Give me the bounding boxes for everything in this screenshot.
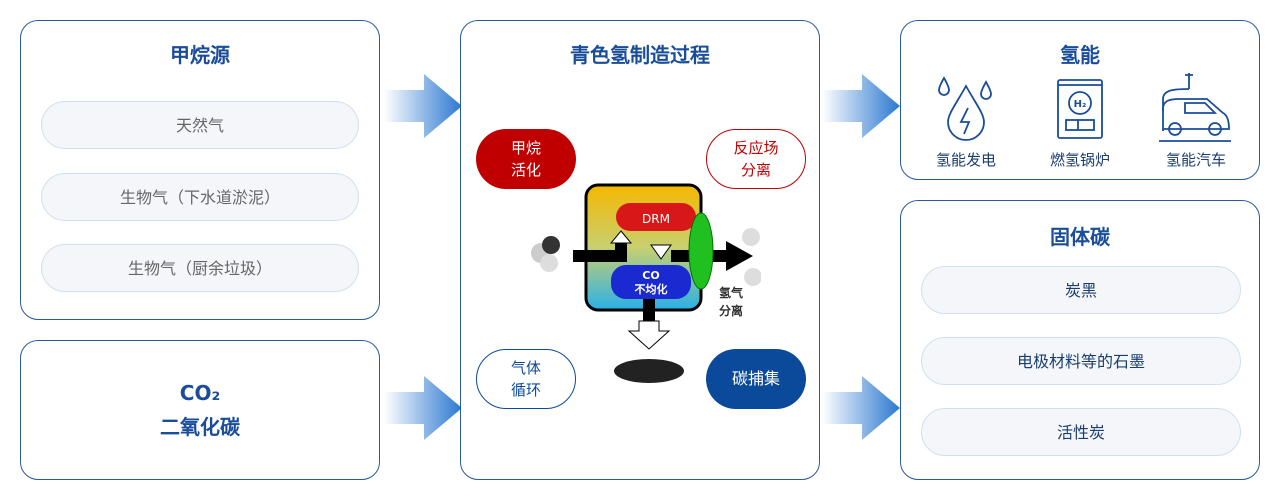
methane-activation-badge: 甲烷活化 [476, 129, 576, 189]
gas-recycle-badge: 气体循环 [476, 349, 576, 409]
source-biogas-sludge: 生物气（下水道淤泥） [41, 173, 359, 221]
solid-carbon-title: 固体碳 [1050, 225, 1110, 249]
hydrogen-boiler-icon: H₂ [1057, 79, 1103, 139]
co2-panel: CO₂ 二氧化碳 [20, 340, 380, 480]
svg-text:DRM: DRM [642, 212, 670, 226]
reactor-diagram: DRM CO 不均化 氢气 分离 [531, 183, 761, 383]
co2-label: 二氧化碳 [160, 415, 240, 439]
svg-text:分离: 分离 [719, 303, 743, 318]
hydrogen-power-label: 氢能发电 [935, 151, 996, 169]
arrow-right-icon [384, 74, 462, 138]
methane-source-panel: 甲烷源 天然气 生物气（下水道淤泥） 生物气（厨余垃圾） [20, 20, 380, 320]
arrow-right-icon [822, 376, 900, 440]
source-biogas-food: 生物气（厨余垃圾） [41, 244, 359, 292]
svg-text:H₂: H₂ [1074, 99, 1087, 110]
hydrogen-boiler-label: 燃氢锅炉 [1049, 151, 1110, 169]
process-panel: 青色氢制造过程 甲烷活化 反应场分离 气体循环 碳捕集 DRM CO 不均化 氢… [460, 20, 820, 480]
arrow-right-icon [822, 74, 900, 138]
graphite-electrode: 电极材料等的石墨 [921, 337, 1241, 385]
water-drop-power-icon [938, 76, 992, 141]
solid-carbon-panel: 固体碳 炭黑 电极材料等的石墨 活性炭 [900, 200, 1260, 480]
methane-source-title: 甲烷源 [170, 43, 230, 67]
svg-text:氢气: 氢气 [719, 285, 743, 300]
hydrogen-panel: 氢能 H₂ 氢能发电 燃氢锅炉 氢能汽车 [900, 20, 1260, 180]
carbon-black: 炭黑 [921, 266, 1241, 314]
svg-text:CO: CO [642, 269, 659, 282]
hydrogen-car-label: 氢能汽车 [1165, 151, 1226, 169]
arrow-right-icon [384, 376, 462, 440]
reaction-separation-badge: 反应场分离 [706, 129, 806, 189]
hydrogen-title: 氢能 [1060, 43, 1100, 67]
carbon-capture-badge: 碳捕集 [706, 349, 806, 409]
activated-carbon: 活性炭 [921, 408, 1241, 456]
process-title: 青色氢制造过程 [570, 43, 710, 67]
svg-text:不均化: 不均化 [635, 282, 668, 296]
source-natural-gas: 天然气 [41, 101, 359, 149]
hydrogen-car-icon [1159, 73, 1231, 142]
co2-formula: CO₂ [179, 381, 221, 405]
